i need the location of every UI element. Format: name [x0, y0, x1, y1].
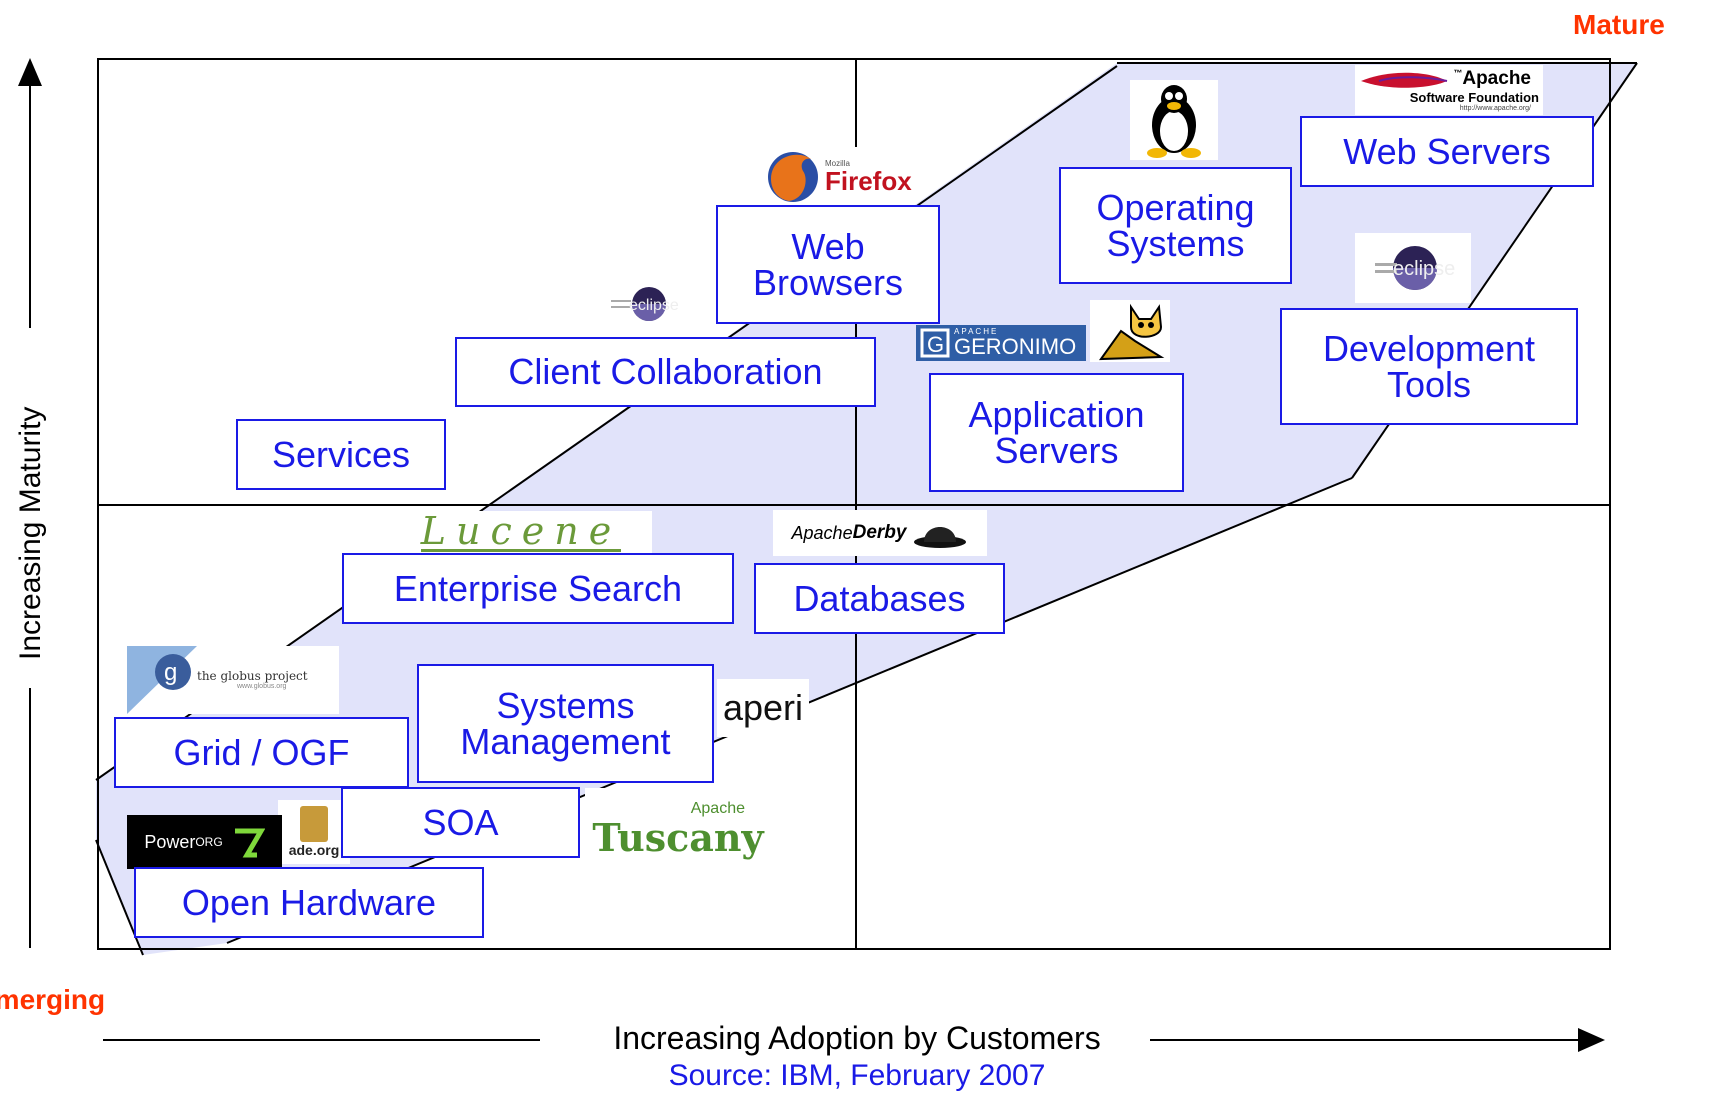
power-name: Power — [144, 831, 196, 852]
blade-name: ade.org — [288, 842, 340, 858]
geronimo-small-text: APACHE — [954, 327, 999, 336]
category-web-browsers[interactable]: Web Browsers — [716, 205, 940, 324]
source-note: Source: IBM, February 2007 — [668, 1059, 1046, 1092]
eclipse-icon: eclipse — [1375, 246, 1455, 290]
power-swirl-icon — [234, 828, 265, 858]
power-org: ORG — [195, 835, 223, 849]
tomcat-cat-icon — [1099, 303, 1165, 361]
derby-name: Derby — [852, 522, 907, 543]
category-grid-ogf[interactable]: Grid / OGF — [114, 717, 409, 788]
eclipse-name: eclipse — [629, 297, 679, 314]
category-services[interactable]: Services — [236, 419, 446, 490]
svg-text:G: G — [927, 332, 944, 357]
category-open-hardware[interactable]: Open Hardware — [134, 867, 484, 938]
penguin-icon — [1147, 85, 1201, 158]
apache-foundation-logo: ™Apache Software Foundation http://www.a… — [1355, 65, 1543, 115]
derby-hat-icon — [914, 527, 967, 548]
apache-feather-icon — [1361, 72, 1448, 88]
firefox-small-text: Mozilla — [825, 159, 850, 168]
y-axis-label: Increasing Maturity — [14, 406, 47, 660]
firefox-name: Firefox — [825, 166, 912, 196]
category-databases[interactable]: Databases — [754, 563, 1005, 634]
globus-name: the globus project — [197, 668, 308, 683]
x-axis-label-text: Increasing Adoption by Customers — [599, 1020, 1115, 1056]
tuscany-small-text: Apache — [690, 800, 745, 817]
globus-g-icon: g — [127, 646, 197, 714]
globus-url: www.globus.org — [237, 682, 287, 690]
corner-label-emerging: Emerging — [0, 984, 106, 1015]
aperi-logo: aperi — [717, 679, 809, 737]
category-operating-systems[interactable]: Operating Systems — [1059, 167, 1292, 284]
apache-subtitle: Software Foundation — [1409, 90, 1539, 105]
category-application-servers[interactable]: Application Servers — [929, 373, 1184, 492]
geronimo-name: GERONIMO — [954, 334, 1077, 359]
apache-derby-logo: Apache Derby — [773, 510, 987, 556]
apache-name: ™Apache — [1453, 68, 1531, 89]
eclipse-logo-top: eclipse — [1355, 233, 1471, 303]
globus-logo: g the globus project www.globus.org — [127, 646, 339, 714]
x-axis-arrowhead — [1578, 1028, 1605, 1052]
firefox-globe-icon — [768, 152, 818, 202]
geronimo-g-icon: G — [920, 328, 950, 358]
derby-apache-text: Apache — [791, 522, 853, 543]
tuscany-logo: Apache Tuscany — [585, 788, 771, 870]
y-axis-arrowhead — [18, 58, 42, 86]
eclipse-icon: eclipse — [611, 287, 679, 321]
category-enterprise-search[interactable]: Enterprise Search — [342, 553, 734, 624]
category-development-tools[interactable]: Development Tools — [1280, 308, 1578, 425]
category-soa[interactable]: SOA — [341, 787, 580, 858]
x-axis-label: Increasing Adoption by Customers — [0, 1020, 1714, 1057]
firefox-logo: Mozilla Firefox — [765, 147, 915, 207]
tuscany-name: Tuscany — [592, 815, 764, 860]
tomcat-logo — [1090, 300, 1170, 362]
eclipse-name: eclipse — [1393, 258, 1455, 280]
lucene-logo: Lucene — [390, 511, 652, 553]
apache-url: http://www.apache.org/ — [1459, 105, 1531, 112]
corner-label-mature: Mature — [1573, 9, 1665, 40]
svg-text:g: g — [164, 659, 177, 686]
geronimo-logo: G APACHE GERONIMO — [916, 325, 1086, 361]
lucene-name: Lucene — [420, 511, 622, 553]
category-systems-management[interactable]: Systems Management — [417, 664, 714, 783]
linux-tux-logo — [1130, 80, 1218, 160]
aperi-name: aperi — [722, 687, 804, 728]
category-web-servers[interactable]: Web Servers — [1300, 116, 1594, 187]
blade-icon — [300, 806, 328, 842]
bladecenter-logo: ade.org — [278, 800, 350, 864]
eclipse-logo-small: eclipse — [592, 282, 702, 326]
category-client-collaboration[interactable]: Client Collaboration — [455, 337, 876, 407]
